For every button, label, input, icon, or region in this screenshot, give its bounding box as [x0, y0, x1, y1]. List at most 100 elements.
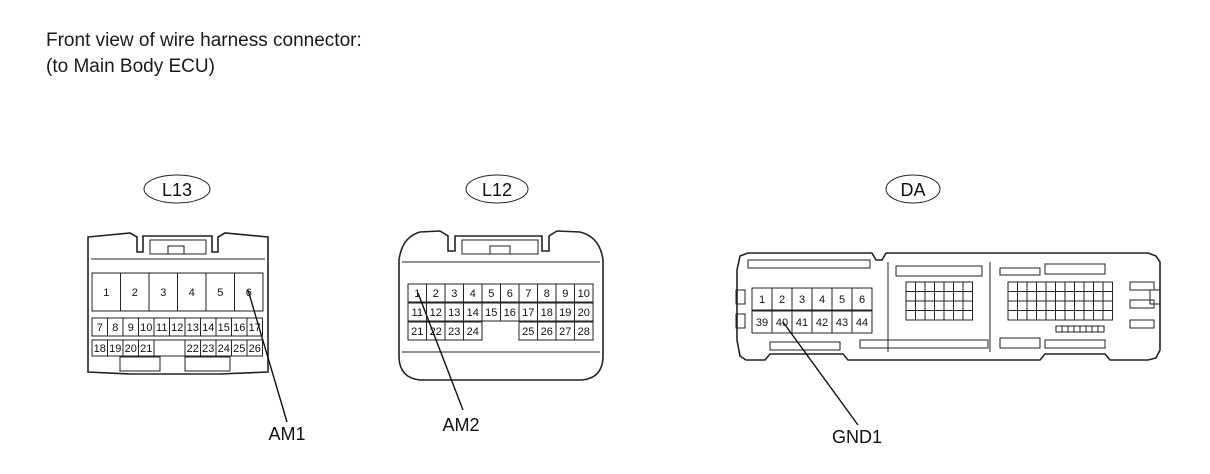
- connector-l13-id: L13: [162, 180, 192, 200]
- pin-label: 25: [522, 326, 534, 338]
- connector-l13-leader: [247, 289, 288, 423]
- minor-cavity: [1074, 310, 1085, 321]
- minor-cavity: [1017, 310, 1028, 321]
- minor-cavity: [1007, 291, 1018, 302]
- connector-l13-foot-left: [119, 356, 161, 372]
- pin-label: 2: [132, 287, 138, 299]
- pin-label: 9: [128, 322, 134, 334]
- connector-l12-id-oval: [465, 174, 529, 204]
- pin-cavity: [234, 272, 264, 312]
- minor-cavity: [1102, 310, 1113, 321]
- minor-cavity: [1017, 300, 1028, 311]
- pin-label: 15: [485, 307, 497, 319]
- connector-da-notch-left: [735, 289, 746, 305]
- minor-cavity: [1017, 291, 1028, 302]
- connector-da-unlabeled-cavities: [905, 281, 1113, 333]
- minor-cavity: [1045, 291, 1056, 302]
- connector-da-rail-top-left: [747, 259, 871, 269]
- pin-label: 7: [97, 322, 103, 334]
- connector-l12-id: L12: [482, 180, 512, 200]
- connector-da-rail-top-right: [999, 267, 1041, 276]
- minor-cavity: [1007, 300, 1018, 311]
- minor-cavity: [1026, 291, 1037, 302]
- minor-cavity: [1036, 310, 1047, 321]
- minor-cavity: [1064, 291, 1075, 302]
- connector-da-rail-bottom-right: [999, 337, 1041, 349]
- minor-cavity: [1061, 325, 1069, 333]
- pin-cavity: [246, 339, 263, 357]
- minor-cavity: [1064, 300, 1075, 311]
- pin-cavity: [148, 272, 178, 312]
- header-line-1: Front view of wire harness connector:: [46, 30, 362, 51]
- minor-cavity: [1079, 325, 1087, 333]
- pin-label: 25: [233, 343, 245, 355]
- connector-l12-leader: [417, 292, 464, 411]
- pin-label: 8: [544, 288, 550, 300]
- pin-cavity: [851, 287, 873, 311]
- pin-label: 27: [559, 326, 571, 338]
- pin-label: 2: [433, 288, 439, 300]
- minor-cavity: [953, 300, 964, 311]
- minor-cavity: [1036, 281, 1047, 292]
- pin-label: 24: [467, 326, 479, 338]
- pin-label: 19: [559, 307, 571, 319]
- pin-label: 11: [412, 307, 423, 319]
- pin-label: 13: [448, 307, 460, 319]
- minor-cavity: [1085, 325, 1093, 333]
- pin-label: 18: [94, 343, 106, 355]
- connector-da-notch-right: [1149, 289, 1161, 305]
- minor-cavity: [1055, 310, 1066, 321]
- connector-l13-callout: AM1: [268, 424, 305, 444]
- minor-cavity: [934, 291, 945, 302]
- pin-label: 42: [816, 317, 828, 329]
- minor-cavity: [1102, 300, 1113, 311]
- minor-cavity: [943, 281, 954, 292]
- connector-l13-latch-window: [167, 245, 185, 255]
- minor-cavity: [1064, 281, 1075, 292]
- pin-label: 7: [525, 288, 531, 300]
- minor-cavity: [924, 291, 935, 302]
- minor-cavity: [905, 300, 916, 311]
- minor-cavity: [1007, 310, 1018, 321]
- pin-label: 21: [411, 326, 423, 338]
- minor-cavity: [962, 300, 973, 311]
- minor-cavity: [962, 310, 973, 321]
- connector-l13-foot-right: [184, 356, 231, 372]
- connector-da-id: DA: [900, 180, 925, 200]
- minor-cavity: [943, 310, 954, 321]
- pin-label: 12: [430, 307, 442, 319]
- pin-label: 4: [189, 287, 195, 299]
- pin-cavity: [205, 272, 235, 312]
- pin-label: 3: [451, 288, 457, 300]
- pin-label: 21: [140, 343, 152, 355]
- minor-cavity: [1073, 325, 1081, 333]
- minor-cavity: [905, 281, 916, 292]
- minor-cavity: [905, 310, 916, 321]
- minor-cavity: [1074, 300, 1085, 311]
- pin-label: 28: [578, 326, 590, 338]
- minor-cavity: [953, 281, 964, 292]
- minor-cavity: [924, 300, 935, 311]
- minor-cavity: [953, 291, 964, 302]
- minor-cavity: [1093, 310, 1104, 321]
- minor-cavity: [1045, 300, 1056, 311]
- minor-cavity: [1083, 300, 1094, 311]
- minor-cavity: [1093, 300, 1104, 311]
- minor-cavity: [934, 310, 945, 321]
- connector-l12-callout: AM2: [442, 415, 479, 435]
- minor-cavity: [1097, 325, 1105, 333]
- minor-cavity: [915, 291, 926, 302]
- diagram-header: Front view of wire harness connector: (t…: [46, 28, 362, 80]
- pin-label: 20: [125, 343, 137, 355]
- connector-l13: L13 123456789101112131415161718192021222…: [87, 174, 306, 444]
- pin-label: 20: [578, 307, 590, 319]
- pin-label: 3: [160, 287, 166, 299]
- minor-cavity: [1026, 281, 1037, 292]
- pin-cavity: [851, 310, 873, 334]
- connector-da-rail-bottom-mid: [859, 339, 989, 349]
- pin-cavity: [177, 272, 207, 312]
- pin-label: 11: [156, 322, 167, 334]
- minor-cavity: [915, 300, 926, 311]
